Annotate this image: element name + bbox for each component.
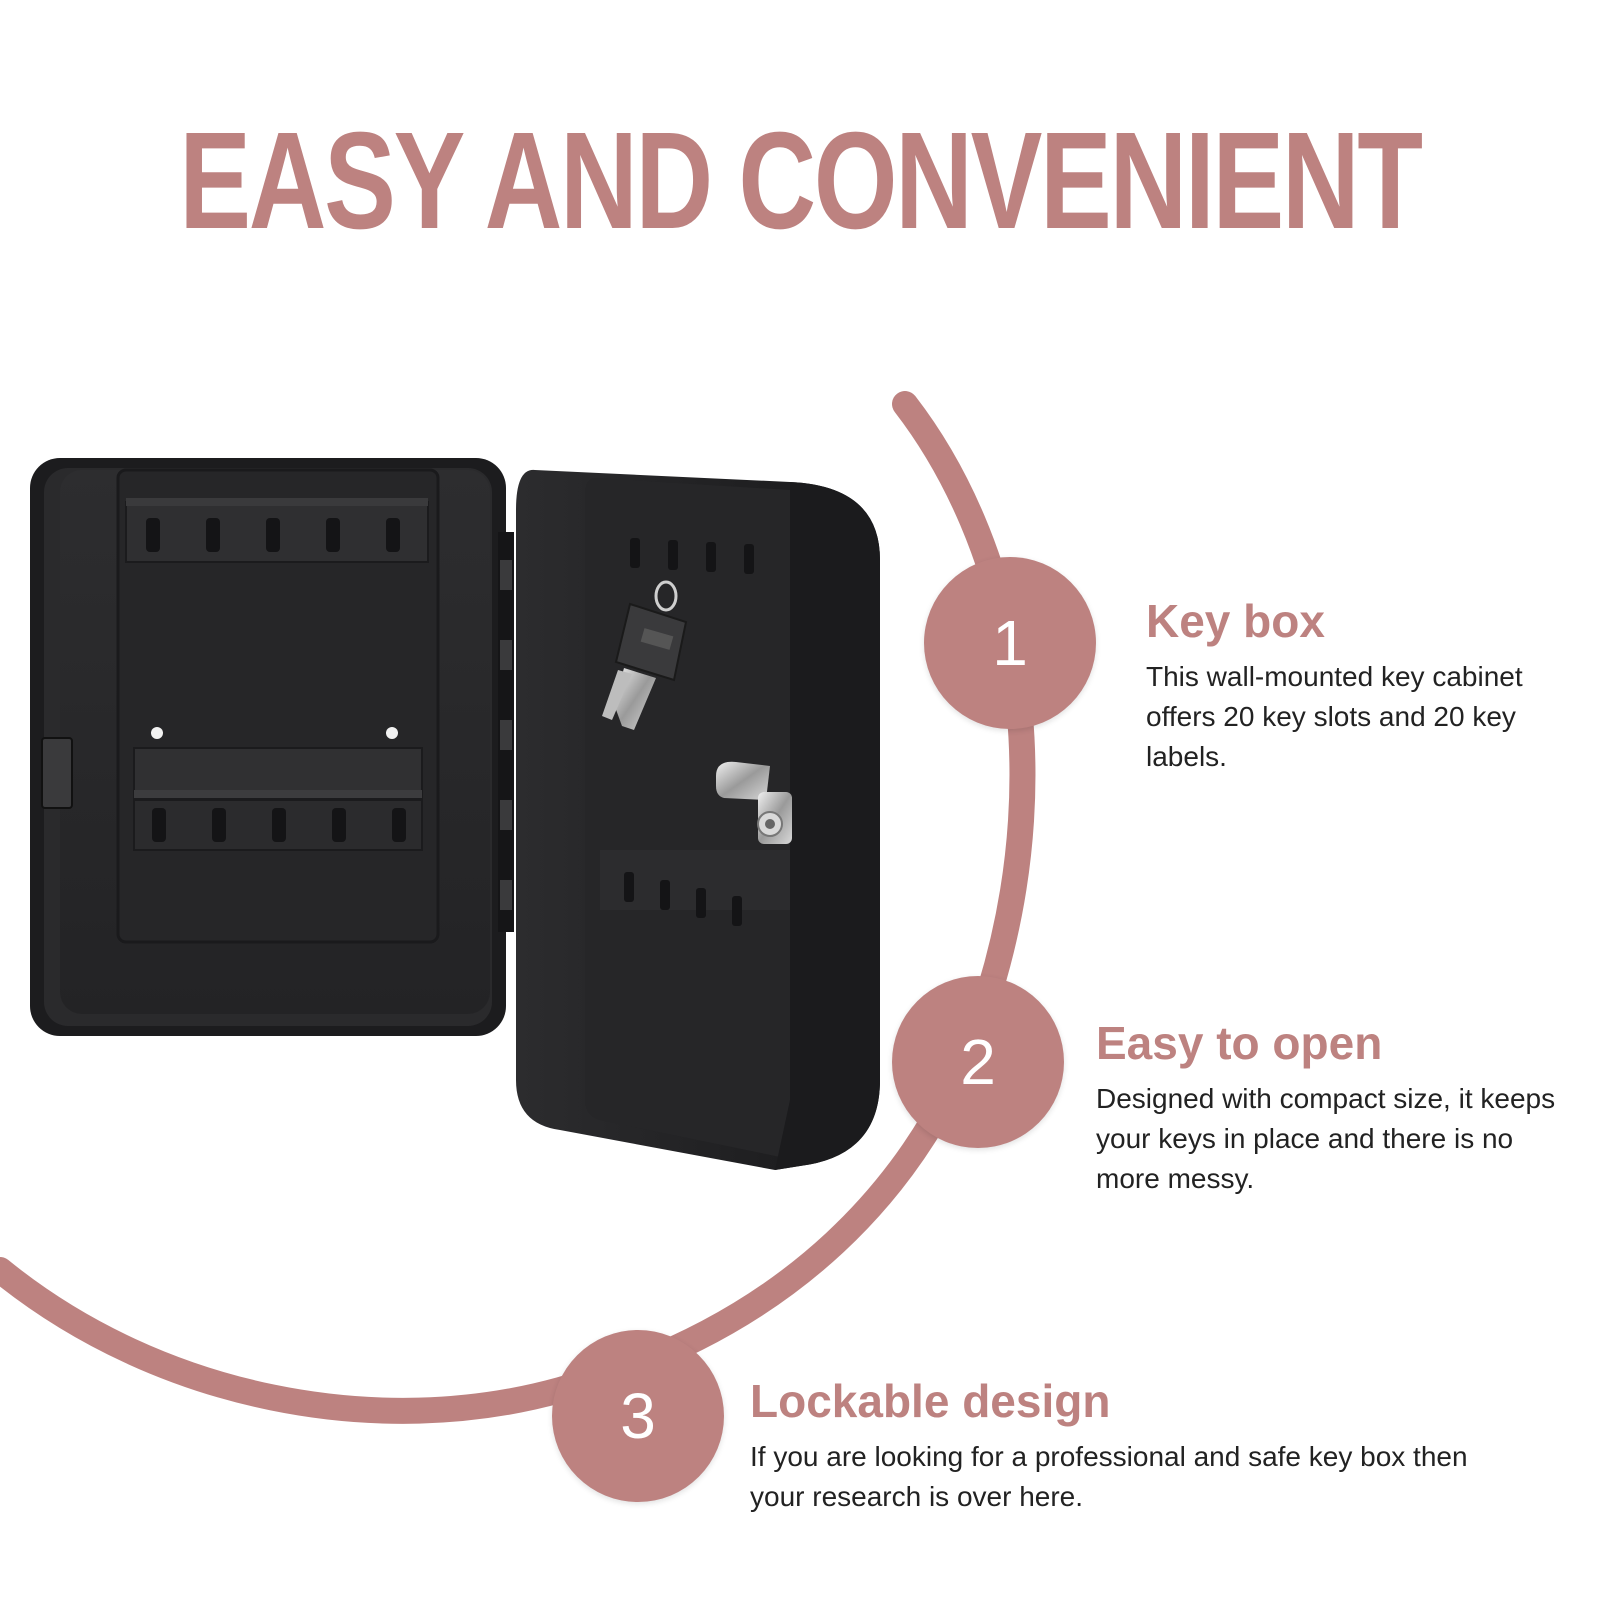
- feature-lockable-design: Lockable design If you are looking for a…: [750, 1376, 1470, 1517]
- feature-description: Designed with compact size, it keeps you…: [1096, 1082, 1556, 1194]
- page-title: EASY AND CONVENIENT: [179, 104, 1423, 258]
- badge-2: 2: [892, 976, 1064, 1148]
- feature-title: Lockable design: [750, 1375, 1111, 1427]
- feature-description: If you are looking for a professional an…: [750, 1440, 1468, 1512]
- feature-easy-to-open: Easy to open Designed with compact size,…: [1096, 1018, 1576, 1199]
- badge-3: 3: [552, 1330, 724, 1502]
- badge-1: 1: [924, 557, 1096, 729]
- feature-key-box: Key box This wall-mounted key cabinet of…: [1146, 596, 1566, 777]
- lock-cylinder-icon: [716, 761, 792, 844]
- feature-title: Key box: [1146, 595, 1325, 647]
- feature-title: Easy to open: [1096, 1017, 1383, 1069]
- key-icon: [602, 580, 688, 730]
- feature-description: This wall-mounted key cabinet offers 20 …: [1146, 660, 1523, 772]
